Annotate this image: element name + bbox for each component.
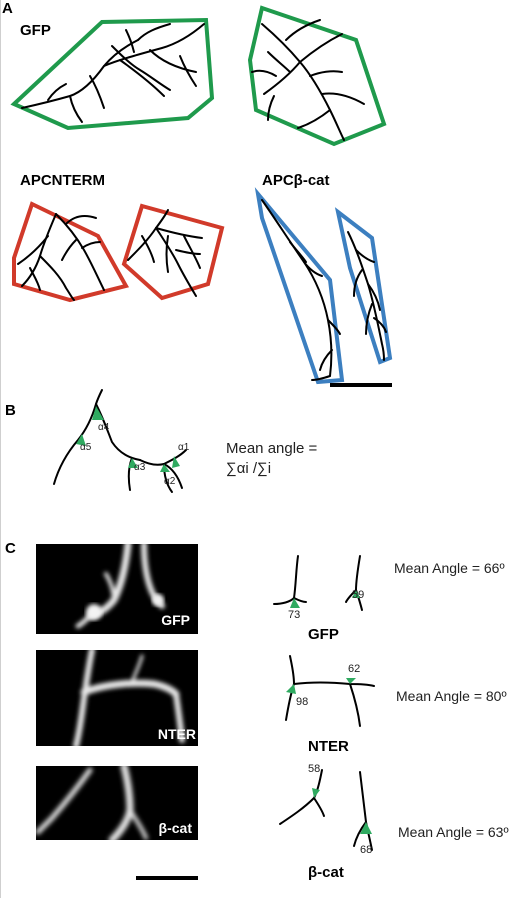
figure-left-border	[0, 0, 1, 898]
gfp-neuron-1	[21, 23, 205, 123]
panel-c-bcat-label: β-cat	[308, 864, 344, 881]
panel-a-scale-bar	[330, 383, 392, 387]
gfp-hull-1	[10, 17, 215, 131]
alpha-3-label: α3	[134, 462, 146, 473]
gfp-hull-2	[247, 5, 387, 147]
panel-c-tracings: 73 59 98 62 58 68	[273, 555, 375, 856]
apcbcat-neuron-2	[347, 231, 387, 361]
panel-b-letter: B	[5, 402, 16, 419]
panel-a-letter: A	[2, 0, 13, 17]
panel-c-gfp-mean-angle: Mean Angle = 66º	[394, 560, 505, 576]
gfp-neuron-2	[251, 19, 365, 141]
micrograph-gfp: GFP	[36, 544, 198, 634]
panel-c-gfp-label: GFP	[308, 626, 339, 643]
nter-angle-2: 62	[348, 663, 360, 675]
alpha-2-label: α2	[164, 476, 176, 487]
panel-c-scale-bar	[136, 876, 198, 880]
apcbcat-neuron-1	[261, 199, 341, 381]
micrograph-nter: NTER	[36, 650, 198, 746]
mean-angle-formula-line1: Mean angle =	[226, 440, 318, 457]
panel-c-letter: C	[5, 540, 16, 557]
bcat-angle-1: 58	[308, 763, 320, 775]
apcnterm-neuron-2	[127, 209, 203, 297]
alpha-5-label: α5	[80, 442, 92, 453]
panel-c-nter-mean-angle: Mean Angle = 80º	[396, 688, 507, 704]
panel-a-apcnterm-label: APCNTERM	[20, 172, 105, 189]
panel-b-diagram: α1 α2 α3 α4 α5	[53, 389, 190, 493]
apcnterm-hull-2	[121, 203, 225, 301]
apcbcat-hull-1	[254, 187, 345, 385]
apcnterm-hull-1	[12, 201, 130, 303]
gfp-angle-2: 59	[352, 589, 364, 601]
panel-a-tracings	[10, 5, 393, 387]
nter-angle-1: 98	[296, 696, 308, 708]
bcat-angle-2: 68	[360, 844, 372, 856]
gfp-angle-1: 73	[288, 609, 300, 621]
mean-angle-formula-line2: ∑αi /∑i	[226, 460, 272, 477]
micrograph-gfp-label: GFP	[161, 612, 190, 628]
panel-a-gfp-label: GFP	[20, 22, 51, 39]
micrograph-bcat: β-cat	[36, 766, 198, 840]
panel-c-bcat-mean-angle: Mean Angle = 63º	[398, 824, 509, 840]
alpha-1-label: α1	[178, 442, 190, 453]
alpha-4-label: α4	[98, 422, 110, 433]
micrograph-bcat-label: β-cat	[158, 820, 192, 836]
panel-a-apcbcat-label: APCβ-cat	[262, 172, 330, 189]
micrograph-nter-label: NTER	[157, 726, 196, 742]
panel-c-nter-label: NTER	[308, 738, 349, 755]
apcnterm-neuron-1	[17, 213, 105, 301]
apcbcat-hull-2	[334, 207, 393, 365]
